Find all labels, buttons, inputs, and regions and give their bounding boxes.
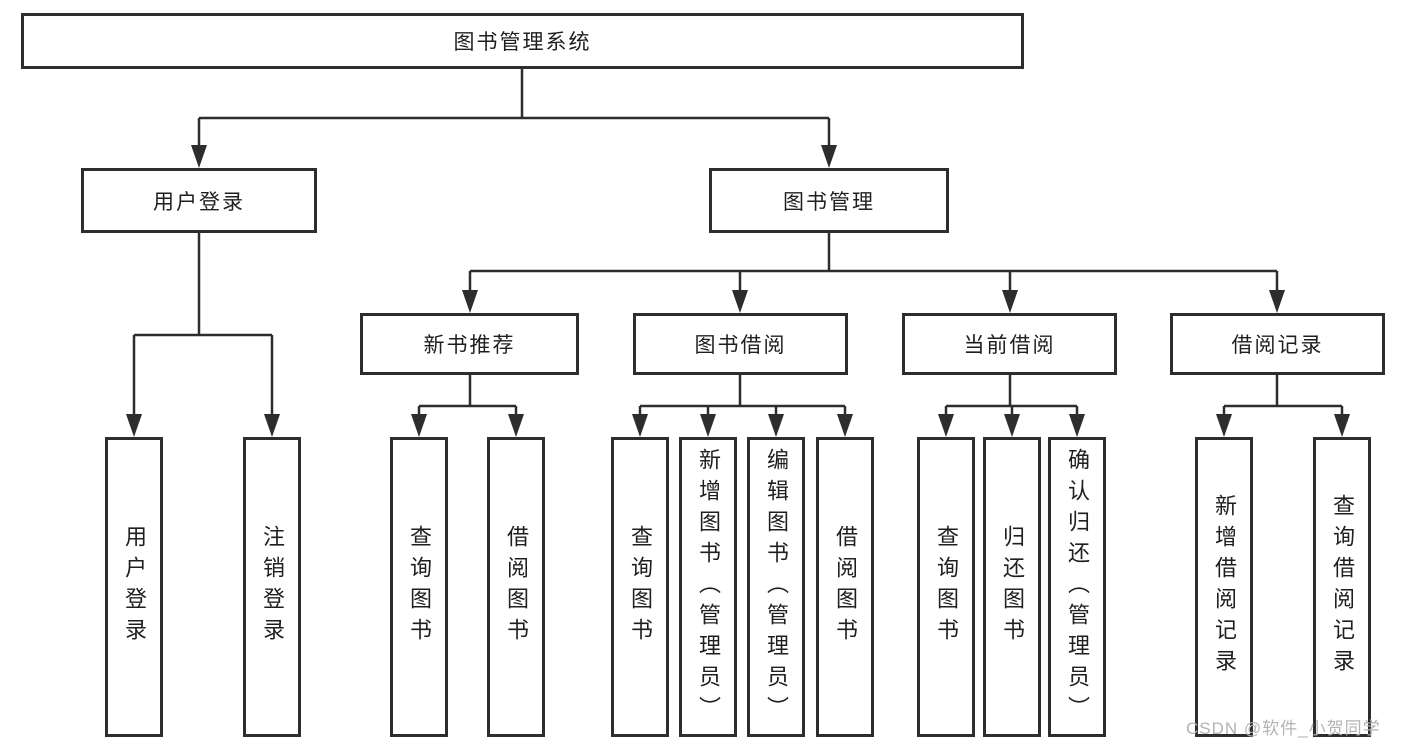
leaf-logout: 注销登录 bbox=[243, 437, 301, 737]
arrowhead bbox=[1069, 414, 1085, 437]
arrowhead bbox=[462, 290, 478, 313]
arrowhead bbox=[1269, 290, 1285, 313]
arrowhead bbox=[632, 414, 648, 437]
arrowhead bbox=[732, 290, 748, 313]
node-new-book-recommend: 新书推荐 bbox=[360, 313, 579, 375]
leaf-br-add-record: 新增借阅记录 bbox=[1195, 437, 1253, 737]
node-new-book-recommend-label: 新书推荐 bbox=[423, 334, 516, 357]
arrowhead bbox=[938, 414, 954, 437]
leaf-bb-edit-books-label: 编辑图书（管理员） bbox=[764, 447, 789, 727]
node-current-borrowing: 当前借阅 bbox=[902, 313, 1117, 375]
arrowhead bbox=[1216, 414, 1232, 437]
leaf-nbr-borrow-books: 借阅图书 bbox=[487, 437, 545, 737]
leaf-cb-return-books: 归还图书 bbox=[983, 437, 1041, 737]
leaf-cb-confirm-return: 确认归还（管理员） bbox=[1048, 437, 1106, 737]
node-book-borrowing-label: 图书借阅 bbox=[694, 334, 787, 357]
leaf-br-add-record-label: 新增借阅记录 bbox=[1212, 494, 1237, 680]
node-user-login-label: 用户登录 bbox=[153, 190, 245, 214]
node-user-login: 用户登录 bbox=[81, 168, 317, 233]
node-system-label: 图书管理系统 bbox=[453, 31, 592, 54]
leaf-bb-query-books-label: 查询图书 bbox=[628, 525, 653, 649]
arrowhead bbox=[1004, 414, 1020, 437]
leaf-cb-query-books: 查询图书 bbox=[917, 437, 975, 737]
arrowhead bbox=[191, 145, 207, 168]
leaf-br-query-record-label: 查询借阅记录 bbox=[1330, 494, 1355, 680]
leaf-user-login: 用户登录 bbox=[105, 437, 163, 737]
arrowhead bbox=[411, 414, 427, 437]
node-book-management: 图书管理 bbox=[709, 168, 949, 233]
arrowhead bbox=[768, 414, 784, 437]
leaf-bb-add-books-label: 新增图书（管理员） bbox=[696, 447, 721, 727]
arrowhead bbox=[1002, 290, 1018, 313]
arrowhead bbox=[126, 414, 142, 437]
leaf-cb-return-books-label: 归还图书 bbox=[1000, 525, 1025, 649]
arrowhead bbox=[700, 414, 716, 437]
arrowhead bbox=[508, 414, 524, 437]
node-book-borrowing: 图书借阅 bbox=[633, 313, 848, 375]
arrowhead bbox=[837, 414, 853, 437]
leaf-bb-query-books: 查询图书 bbox=[611, 437, 669, 737]
leaf-logout-label: 注销登录 bbox=[260, 525, 285, 649]
leaf-cb-confirm-return-label: 确认归还（管理员） bbox=[1065, 447, 1090, 727]
arrowhead bbox=[821, 145, 837, 168]
node-current-borrowing-label: 当前借阅 bbox=[963, 334, 1056, 357]
leaf-user-login-label: 用户登录 bbox=[122, 525, 147, 649]
leaf-nbr-borrow-books-label: 借阅图书 bbox=[504, 525, 529, 649]
watermark-text: CSDN @软件_小贺同学 bbox=[1186, 719, 1381, 738]
edge-book-management-to-level3 bbox=[468, 233, 1279, 304]
edge-root-to-level2 bbox=[197, 69, 831, 160]
leaf-bb-borrow-books: 借阅图书 bbox=[816, 437, 874, 737]
node-borrowing-records: 借阅记录 bbox=[1170, 313, 1385, 375]
leaf-nbr-query-books: 查询图书 bbox=[390, 437, 448, 737]
node-system: 图书管理系统 bbox=[21, 13, 1024, 69]
node-borrowing-records-label: 借阅记录 bbox=[1231, 334, 1324, 357]
arrowhead bbox=[1334, 414, 1350, 437]
leaf-nbr-query-books-label: 查询图书 bbox=[407, 525, 432, 649]
leaf-cb-query-books-label: 查询图书 bbox=[934, 525, 959, 649]
edge-book-borrowing-to-leaves bbox=[638, 375, 847, 429]
edge-borrowing-records-to-leaves bbox=[1222, 375, 1344, 429]
leaf-br-query-record: 查询借阅记录 bbox=[1313, 437, 1371, 737]
leaf-bb-borrow-books-label: 借阅图书 bbox=[833, 525, 858, 649]
leaf-bb-edit-books: 编辑图书（管理员） bbox=[747, 437, 805, 737]
edge-user-login-to-leaves bbox=[132, 233, 274, 429]
edge-new-book-recommend-to-leaves bbox=[417, 375, 518, 429]
node-book-management-label: 图书管理 bbox=[783, 190, 875, 214]
leaf-bb-add-books: 新增图书（管理员） bbox=[679, 437, 737, 737]
arrowhead bbox=[264, 414, 280, 437]
